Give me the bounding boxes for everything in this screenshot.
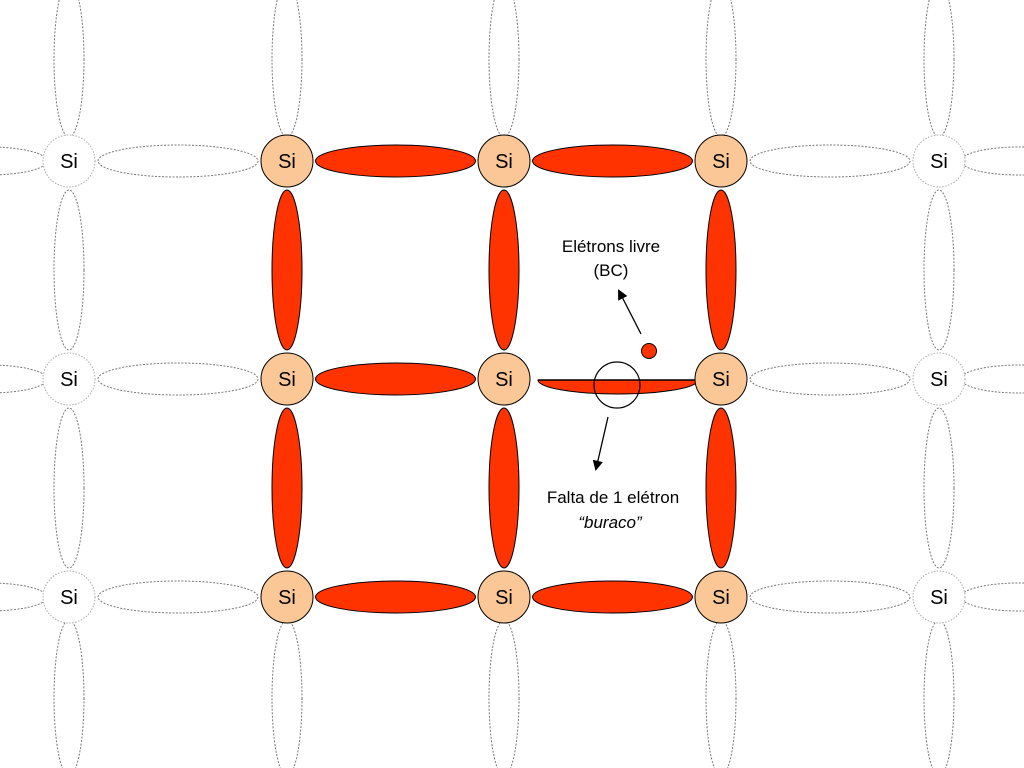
covalent-bond xyxy=(705,407,737,569)
free-electron-label-line1: Elétrons livre xyxy=(562,237,660,256)
si-atom-faded xyxy=(912,570,966,624)
covalent-bond xyxy=(315,362,476,396)
hole-circle xyxy=(593,361,641,409)
hole-arrow xyxy=(592,416,609,472)
si-atom-label: Si xyxy=(60,587,78,609)
covalent-bond xyxy=(271,407,303,569)
si-atom-label: Si xyxy=(712,151,730,173)
faded-bond xyxy=(271,619,303,768)
si-atom-faded xyxy=(42,352,96,406)
broken-bond xyxy=(537,379,699,395)
faded-bond xyxy=(0,146,48,176)
si-atom xyxy=(477,134,531,188)
faded-bond xyxy=(488,0,520,138)
faded-bond xyxy=(960,364,1024,394)
si-atom-label: Si xyxy=(60,151,78,173)
si-atom-label: Si xyxy=(278,369,296,391)
si-atom-label: Si xyxy=(712,587,730,609)
faded-bond xyxy=(923,0,955,138)
faded-bond xyxy=(923,189,955,351)
faded-bond xyxy=(960,146,1024,176)
faded-bond xyxy=(705,619,737,768)
faded-bond xyxy=(705,0,737,138)
si-atom-faded xyxy=(42,134,96,188)
faded-bond xyxy=(53,0,85,138)
faded-bond xyxy=(0,582,48,612)
covalent-bond xyxy=(488,189,520,351)
si-atom-label: Si xyxy=(278,587,296,609)
free-electron-label-line2: (BC) xyxy=(594,261,629,280)
faded-bond xyxy=(53,407,85,569)
si-atom xyxy=(260,570,314,624)
free-electron-dot xyxy=(641,343,657,359)
si-atom-label: Si xyxy=(495,369,513,391)
si-atom xyxy=(694,134,748,188)
faded-bond xyxy=(97,362,259,396)
si-atom-label: Si xyxy=(278,151,296,173)
covalent-bond xyxy=(488,407,520,569)
si-atom-label: Si xyxy=(495,151,513,173)
hole-label-line1: Falta de 1 elétron xyxy=(547,488,679,507)
si-atom xyxy=(260,352,314,406)
faded-bond xyxy=(97,580,259,614)
si-atom xyxy=(694,570,748,624)
si-atom-label: Si xyxy=(495,587,513,609)
si-atom-label: Si xyxy=(930,369,948,391)
faded-bond xyxy=(960,582,1024,612)
faded-bond xyxy=(53,189,85,351)
faded-bond xyxy=(749,362,911,396)
si-atom-label: Si xyxy=(712,369,730,391)
covalent-bond xyxy=(315,144,476,178)
active-bonds-layer xyxy=(271,144,737,614)
faded-bond xyxy=(749,580,911,614)
faded-bond xyxy=(0,364,48,394)
si-atom-label: Si xyxy=(60,369,78,391)
si-atom-faded xyxy=(42,570,96,624)
si-atom-label: Si xyxy=(930,587,948,609)
faded-bond xyxy=(488,619,520,768)
faded-bond xyxy=(923,407,955,569)
covalent-bond xyxy=(532,580,693,614)
faded-bond xyxy=(53,619,85,768)
si-atom xyxy=(694,352,748,406)
si-atom-faded xyxy=(912,352,966,406)
free-electron-arrow xyxy=(618,289,642,335)
si-atom xyxy=(260,134,314,188)
faded-bond xyxy=(97,144,259,178)
covalent-bond xyxy=(532,144,693,178)
faded-bond xyxy=(271,0,303,138)
covalent-bond xyxy=(315,580,476,614)
covalent-bond xyxy=(705,189,737,351)
si-atom-faded xyxy=(912,134,966,188)
covalent-bond xyxy=(271,189,303,351)
si-atom xyxy=(477,352,531,406)
si-atom-label: Si xyxy=(930,151,948,173)
faded-bond xyxy=(923,619,955,768)
faded-bond xyxy=(749,144,911,178)
hole-label-line2: “buraco” xyxy=(578,513,643,532)
si-atom xyxy=(477,570,531,624)
